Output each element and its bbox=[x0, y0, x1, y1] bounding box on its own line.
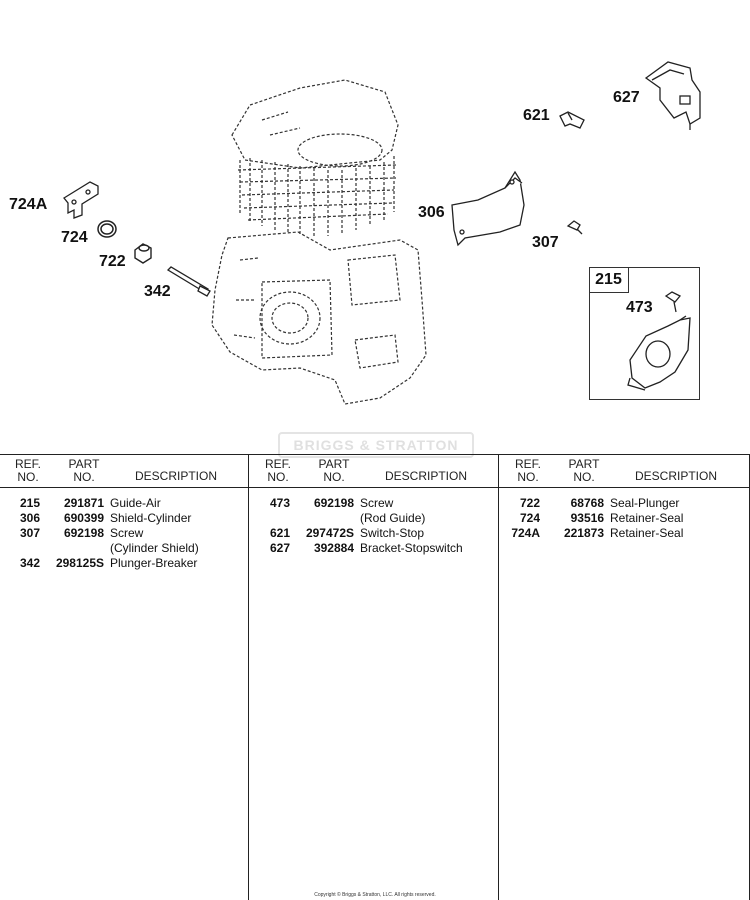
callout-724A: 724A bbox=[9, 196, 48, 213]
table-row: (Cylinder Shield) bbox=[110, 541, 199, 555]
header-description: DESCRIPTION bbox=[135, 469, 218, 483]
inset-label-215: 215 bbox=[589, 267, 629, 293]
part-724A-retainer-seal bbox=[63, 181, 99, 219]
callout-621: 621 bbox=[523, 107, 550, 124]
callout-724: 724 bbox=[61, 229, 88, 246]
header-description: DESCRIPTION bbox=[635, 469, 718, 483]
callout-306: 306 bbox=[418, 204, 445, 221]
copyright-notice: Copyright © Briggs & Stratton, LLC. All … bbox=[314, 892, 436, 898]
part-722-seal-plunger bbox=[134, 243, 152, 264]
exploded-parts-diagram: 724A 724 722 342 306 307 621 627 215 473 bbox=[0, 0, 750, 440]
inset-box-215 bbox=[589, 267, 700, 400]
callout-307: 307 bbox=[532, 234, 559, 251]
part-627-bracket-stopswitch bbox=[644, 61, 701, 130]
part-307-screw bbox=[566, 220, 583, 235]
header-ref-no: REF.NO. bbox=[264, 457, 291, 484]
table-frame bbox=[0, 454, 750, 900]
callout-473: 473 bbox=[626, 299, 653, 316]
engine-diagram-drawing bbox=[63, 61, 701, 405]
part-306-shield-cylinder bbox=[451, 170, 525, 247]
part-215-guide-air bbox=[627, 315, 691, 391]
callout-342: 342 bbox=[144, 283, 171, 300]
callout-722: 722 bbox=[99, 253, 126, 270]
header-divider bbox=[0, 487, 750, 488]
part-473-screw bbox=[664, 291, 682, 313]
part-724-retainer-seal bbox=[97, 220, 117, 238]
header-ref-no: REF.NO. bbox=[14, 457, 41, 484]
callout-627: 627 bbox=[613, 89, 640, 106]
table-row: (Rod Guide) bbox=[360, 511, 426, 525]
header-description: DESCRIPTION bbox=[385, 469, 468, 483]
column-divider bbox=[498, 454, 499, 900]
header-ref-no: REF.NO. bbox=[514, 457, 541, 484]
part-621-switch-stop bbox=[559, 111, 585, 129]
column-divider bbox=[248, 454, 249, 900]
engine-block-outline bbox=[211, 79, 427, 405]
part-342-plunger-breaker bbox=[166, 266, 211, 297]
brand-watermark: BRIGGS & STRATTON bbox=[278, 432, 474, 458]
